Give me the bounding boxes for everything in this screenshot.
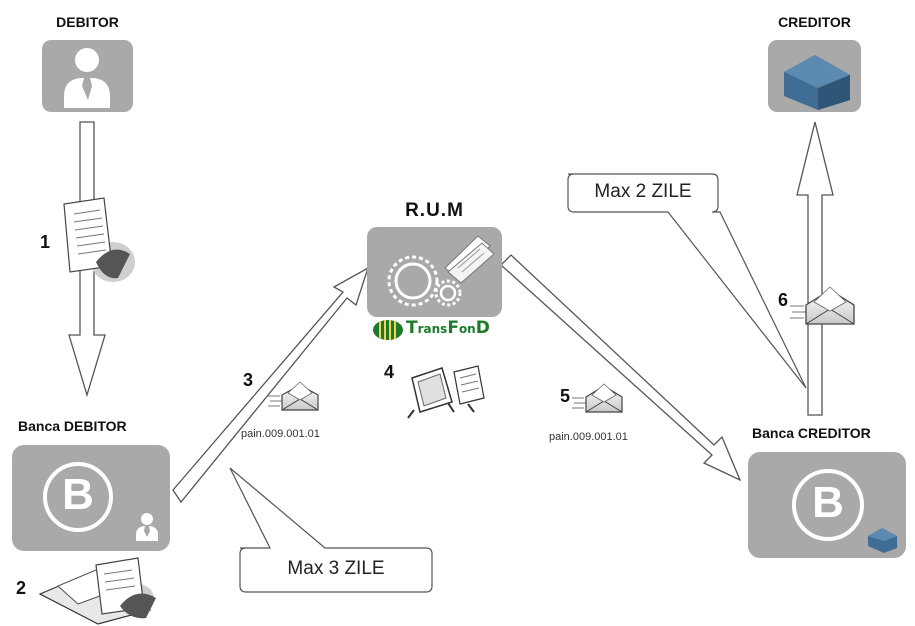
step-1: 1 xyxy=(40,232,51,252)
small-house-icon xyxy=(868,528,897,553)
rum-title: R.U.M xyxy=(405,200,464,221)
bank-creditor-title: Banca CREDITOR xyxy=(752,425,871,441)
transfond-logo-text: TransFonD xyxy=(406,318,490,338)
documents-icon xyxy=(444,235,495,284)
signing-documents-icon xyxy=(38,557,156,625)
bank-debitor-box xyxy=(12,445,170,551)
logo-d: D xyxy=(475,318,490,338)
rum-box xyxy=(367,227,502,317)
logo-rans: rans xyxy=(417,322,448,336)
bank-debitor-title: Banca DEBITOR xyxy=(18,418,127,434)
logo-t: T xyxy=(406,318,418,338)
arrow-bank-to-creditor xyxy=(796,121,834,416)
envelope-icon-step-5 xyxy=(572,383,623,413)
callout-max-3-zile xyxy=(229,467,433,593)
transfond-logo-mark xyxy=(373,320,403,340)
gear-icon xyxy=(387,255,462,307)
message-outgoing: pain.009.001.01 xyxy=(241,428,320,440)
step-6: 6 xyxy=(778,290,789,310)
arrow-bank-debitor-to-rum xyxy=(172,266,370,504)
step-2: 2 xyxy=(16,578,27,598)
contract-document-icon xyxy=(63,197,135,282)
house-icon xyxy=(784,55,850,110)
processing-icon xyxy=(407,365,485,419)
creditor-title: CREDITOR xyxy=(778,14,851,30)
callout-max-2-zile xyxy=(567,173,807,389)
small-person-icon xyxy=(136,513,158,541)
message-incoming: pain.009.001.01 xyxy=(549,431,628,443)
logo-on: on xyxy=(458,322,476,336)
envelope-icon-step-3 xyxy=(268,381,319,411)
step-4: 4 xyxy=(384,362,395,382)
debitor-box xyxy=(42,40,133,112)
callout-max-3-zile-text: Max 3 ZILE xyxy=(287,558,385,579)
step-5: 5 xyxy=(560,386,571,406)
envelope-icon-step-6 xyxy=(790,286,855,325)
bank-debitor-letter: B xyxy=(62,470,94,519)
arrow-rum-to-bank-creditor xyxy=(500,254,742,482)
bank-creditor-box xyxy=(748,452,906,558)
creditor-box xyxy=(768,40,861,112)
logo-f: F xyxy=(447,318,459,338)
debitor-title: DEBITOR xyxy=(56,14,119,30)
bank-creditor-letter: B xyxy=(812,478,844,527)
step-3: 3 xyxy=(243,370,254,390)
callout-max-2-zile-text: Max 2 ZILE xyxy=(594,181,692,202)
person-icon xyxy=(64,48,110,108)
